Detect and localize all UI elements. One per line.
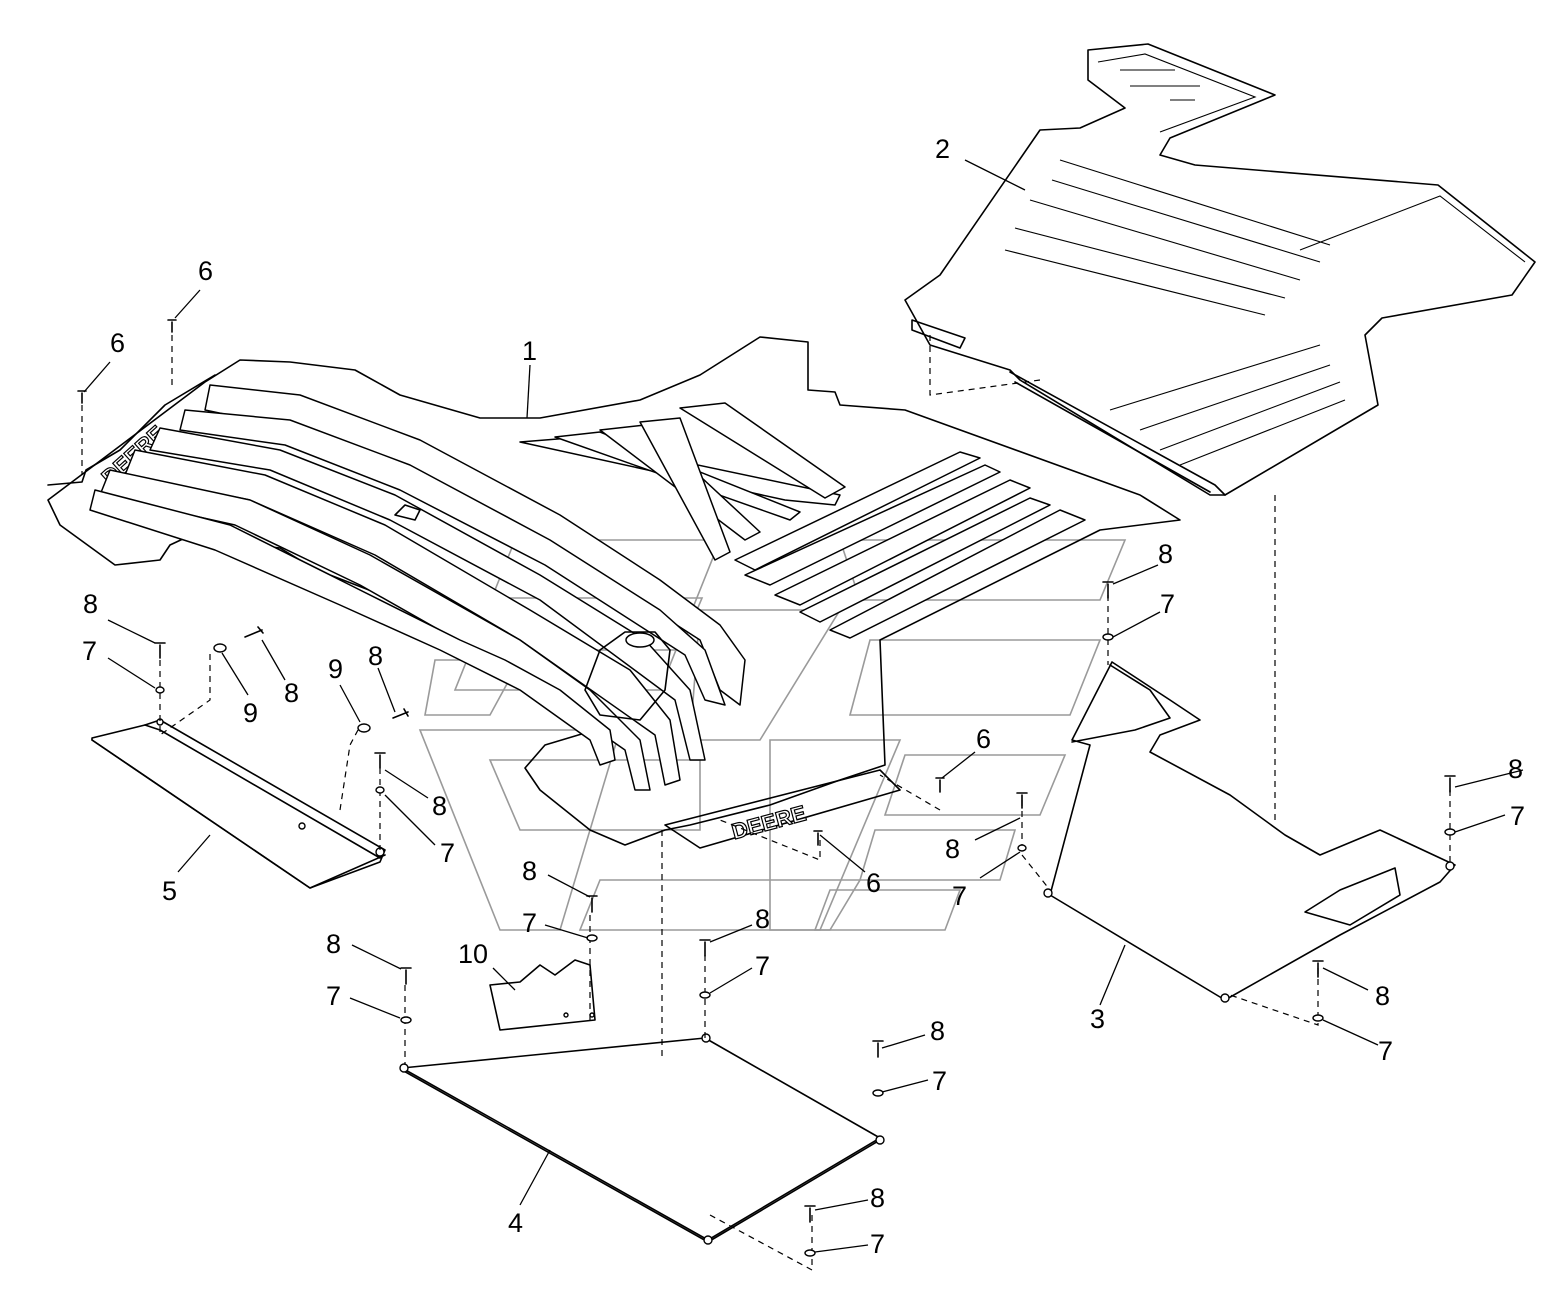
callout-7: 7 <box>952 881 967 911</box>
callout-6: 6 <box>976 724 991 754</box>
callout-6: 6 <box>866 868 881 898</box>
callout-2: 2 <box>935 134 950 164</box>
cap-screw-8 <box>244 626 264 638</box>
washer-7 <box>872 1089 884 1097</box>
callout-7: 7 <box>755 951 770 981</box>
callout-8: 8 <box>368 641 383 671</box>
cap-screw-8 <box>699 939 711 957</box>
callout-9: 9 <box>328 654 343 684</box>
watermark-logo <box>418 539 1127 931</box>
washer-9 <box>357 723 371 733</box>
callout-7: 7 <box>932 1066 947 1096</box>
washer-7 <box>804 1249 816 1257</box>
cap-screw-8 <box>1102 581 1114 599</box>
washer-7 <box>375 786 385 794</box>
callout-8: 8 <box>755 904 770 934</box>
callout-8: 8 <box>83 589 98 619</box>
callout-7: 7 <box>1160 589 1175 619</box>
callout-8: 8 <box>522 856 537 886</box>
callout-8: 8 <box>326 929 341 959</box>
leader-lines <box>83 159 1524 1253</box>
callout-4: 4 <box>508 1208 523 1238</box>
callout-labels: 1 2 3 4 5 6 6 6 6 8 7 9 8 9 8 8 7 8 7 8 … <box>82 134 1525 1259</box>
cap-screw-8 <box>804 1205 816 1223</box>
callout-7: 7 <box>870 1229 885 1259</box>
fasteners <box>77 319 1456 1257</box>
callout-8: 8 <box>945 834 960 864</box>
callout-7: 7 <box>522 908 537 938</box>
callout-1: 1 <box>522 336 537 366</box>
cap-screw-8 <box>392 708 409 719</box>
callout-8: 8 <box>1375 981 1390 1011</box>
floor-mat: DEERE DEERE <box>47 336 1181 849</box>
cap-screw-8 <box>154 642 166 659</box>
callout-8: 8 <box>870 1183 885 1213</box>
callout-7: 7 <box>326 981 341 1011</box>
cap-screw-6 <box>167 319 177 333</box>
washer-9 <box>213 643 227 653</box>
washer-7 <box>155 686 165 694</box>
washer-7 <box>1312 1014 1324 1022</box>
svg-text:DEERE: DEERE <box>729 800 809 844</box>
callout-10: 10 <box>458 939 488 969</box>
callout-7: 7 <box>440 838 455 868</box>
callout-8: 8 <box>432 791 447 821</box>
bracket <box>489 959 596 1031</box>
callout-7: 7 <box>82 636 97 666</box>
rear-floor-panel <box>904 43 1536 496</box>
callout-8: 8 <box>1158 539 1173 569</box>
logo-plate-front: DEERE <box>728 800 809 845</box>
cap-screw-8 <box>1444 775 1456 793</box>
callout-5: 5 <box>162 876 177 906</box>
cap-screw-8 <box>374 752 386 769</box>
cap-screw-6 <box>77 390 87 404</box>
washer-7 <box>1017 844 1027 852</box>
callout-6: 6 <box>198 256 213 286</box>
left-shield <box>91 718 386 889</box>
washer-7 <box>1444 828 1456 836</box>
cap-screw-6 <box>813 830 823 846</box>
washer-7 <box>400 1016 412 1024</box>
washer-7 <box>699 991 711 999</box>
washer-7 <box>1102 633 1114 641</box>
washer-7 <box>586 934 598 942</box>
cap-screw-6 <box>935 777 945 793</box>
cap-screw-8 <box>1016 792 1028 809</box>
callout-9: 9 <box>243 698 258 728</box>
cap-screw-8 <box>1312 960 1324 978</box>
callout-8: 8 <box>284 678 299 708</box>
callout-7: 7 <box>1378 1036 1393 1066</box>
cap-screw-8 <box>400 967 412 985</box>
assembly-lines <box>81 335 1451 1272</box>
callout-6: 6 <box>110 328 125 358</box>
callout-3: 3 <box>1090 1004 1105 1034</box>
cap-screw-8 <box>872 1040 884 1058</box>
center-shield <box>399 1033 885 1245</box>
callout-8: 8 <box>930 1016 945 1046</box>
callout-7: 7 <box>1510 801 1525 831</box>
right-shield <box>1043 661 1456 1003</box>
callout-8: 8 <box>1508 754 1523 784</box>
